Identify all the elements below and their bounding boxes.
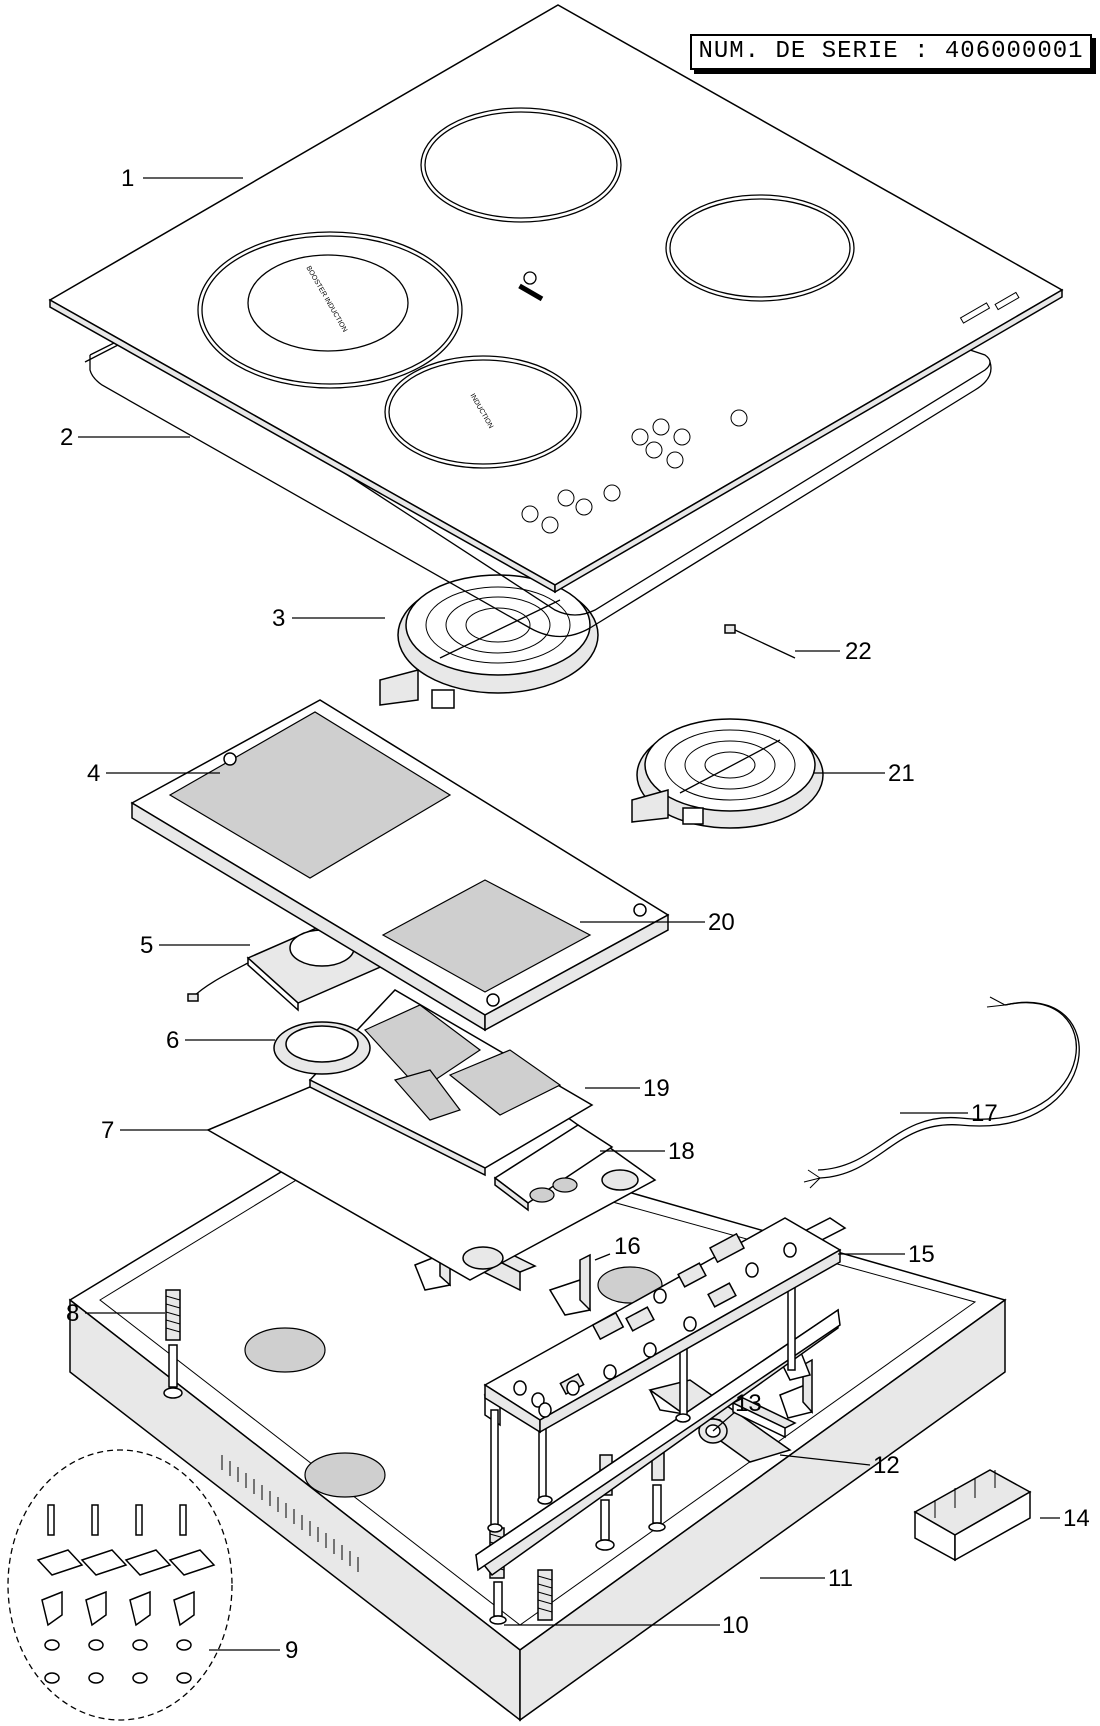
- serial-number-box: NUM. DE SERIE : 406000001: [690, 34, 1092, 70]
- power-cord-17: [803, 996, 1080, 1189]
- radiant-element-3: [379, 574, 599, 709]
- callout-9: 9: [285, 1637, 298, 1664]
- power-board-19: [308, 989, 594, 1177]
- aux-board-18: [493, 1124, 614, 1212]
- callout-3: 3: [272, 605, 285, 632]
- hardware-kit-9: [7, 1449, 233, 1721]
- callout-15: 15: [908, 1241, 935, 1268]
- callout-16: 16: [614, 1233, 641, 1260]
- callout-13: 13: [735, 1390, 762, 1417]
- callout-18: 18: [668, 1138, 695, 1165]
- callout-14: 14: [1063, 1505, 1090, 1532]
- cable-tie-22: [724, 624, 796, 659]
- ferrite-ring-6: [273, 1021, 371, 1075]
- spring-8: [163, 1289, 183, 1399]
- control-board-15: [474, 1217, 847, 1577]
- callout-5: 5: [140, 932, 153, 959]
- callout-10: 10: [722, 1612, 749, 1639]
- clip-16: [414, 1231, 813, 1419]
- callout-4: 4: [87, 760, 100, 787]
- callout-7: 7: [101, 1117, 114, 1144]
- rail-12: [731, 1397, 797, 1439]
- callout-6: 6: [166, 1027, 179, 1054]
- coil-support-4: [130, 699, 670, 1032]
- radiant-element-21: [631, 718, 824, 829]
- callout-8: 8: [66, 1300, 79, 1327]
- terminal-block-14: [913, 1469, 1032, 1562]
- callout-labels: 1 2 3 4 5 6 7 8 9 10 11 12 13 14 15 16 1…: [60, 165, 1090, 1664]
- glass-cooktop-1: [48, 4, 1064, 594]
- callout-2: 2: [60, 424, 73, 451]
- callout-22: 22: [845, 638, 872, 665]
- leader-lines: [78, 177, 1060, 1651]
- callout-11: 11: [828, 1565, 853, 1592]
- callout-1: 1: [121, 165, 134, 192]
- callout-19: 19: [643, 1075, 670, 1102]
- callout-20: 20: [708, 909, 735, 936]
- callout-21: 21: [888, 760, 915, 787]
- callout-17: 17: [971, 1100, 998, 1127]
- callout-12: 12: [873, 1452, 900, 1479]
